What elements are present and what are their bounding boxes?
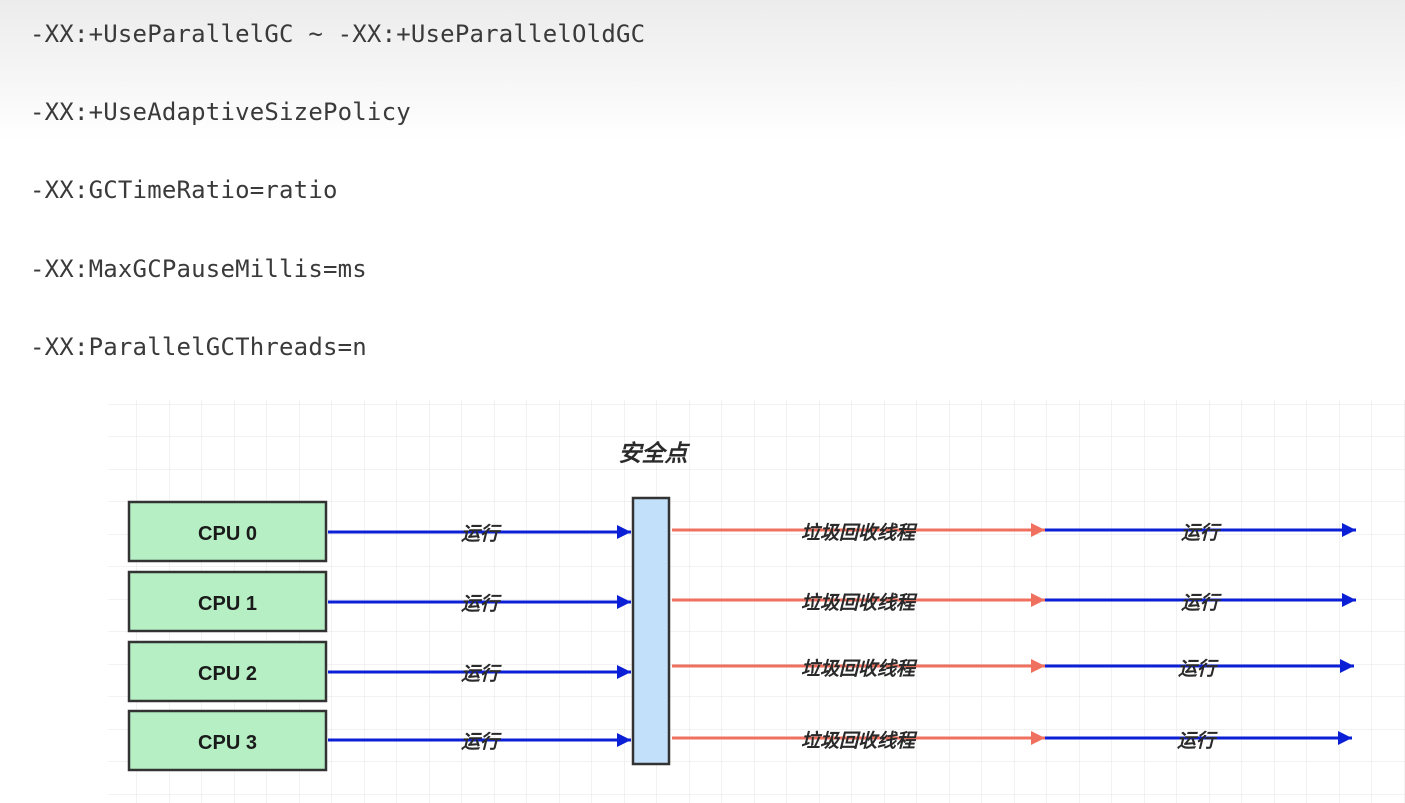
cpu-label-3: CPU 3 xyxy=(198,732,257,754)
run-label-after-0: 运行 xyxy=(1181,522,1222,544)
cpu-label-0: CPU 0 xyxy=(198,523,257,545)
header-shade xyxy=(0,0,1405,140)
safepoint-bar xyxy=(631,496,671,766)
gc-label-3: 垃圾回收线程 xyxy=(801,730,918,752)
cpu-box-2: CPU 2 xyxy=(127,640,328,703)
param-gc-time-ratio: -XX:GCTimeRatio=ratio xyxy=(30,176,338,204)
param-adaptive-size-policy: -XX:+UseAdaptiveSizePolicy xyxy=(30,98,411,126)
cpu-label-2: CPU 2 xyxy=(198,663,257,685)
cpu-label-1: CPU 1 xyxy=(198,593,257,615)
run-label-after-3: 运行 xyxy=(1177,730,1218,752)
safepoint-diagram: 安全点 CPU 0 CPU 1 CPU 2 CPU 3 运行 垃圾回收线程 运行… xyxy=(108,400,1405,803)
run-label-before-3: 运行 xyxy=(461,731,502,753)
run-label-before-1: 运行 xyxy=(461,593,502,615)
run-label-after-1: 运行 xyxy=(1181,592,1222,614)
cpu-box-1: CPU 1 xyxy=(127,570,328,633)
run-label-before-0: 运行 xyxy=(461,523,502,545)
param-parallel-gc: -XX:+UseParallelGC ~ -XX:+UseParallelOld… xyxy=(30,20,646,48)
param-parallel-gc-threads: -XX:ParallelGCThreads=n xyxy=(30,333,367,361)
param-max-gc-pause-millis: -XX:MaxGCPauseMillis=ms xyxy=(30,255,367,283)
safepoint-title: 安全点 xyxy=(619,440,691,467)
cpu-box-0: CPU 0 xyxy=(127,500,328,563)
gc-label-2: 垃圾回收线程 xyxy=(801,658,918,680)
cpu-box-3: CPU 3 xyxy=(127,709,328,772)
run-label-before-2: 运行 xyxy=(461,663,502,685)
gc-label-1: 垃圾回收线程 xyxy=(801,592,918,614)
gc-label-0: 垃圾回收线程 xyxy=(801,522,918,544)
run-label-after-2: 运行 xyxy=(1178,658,1219,680)
